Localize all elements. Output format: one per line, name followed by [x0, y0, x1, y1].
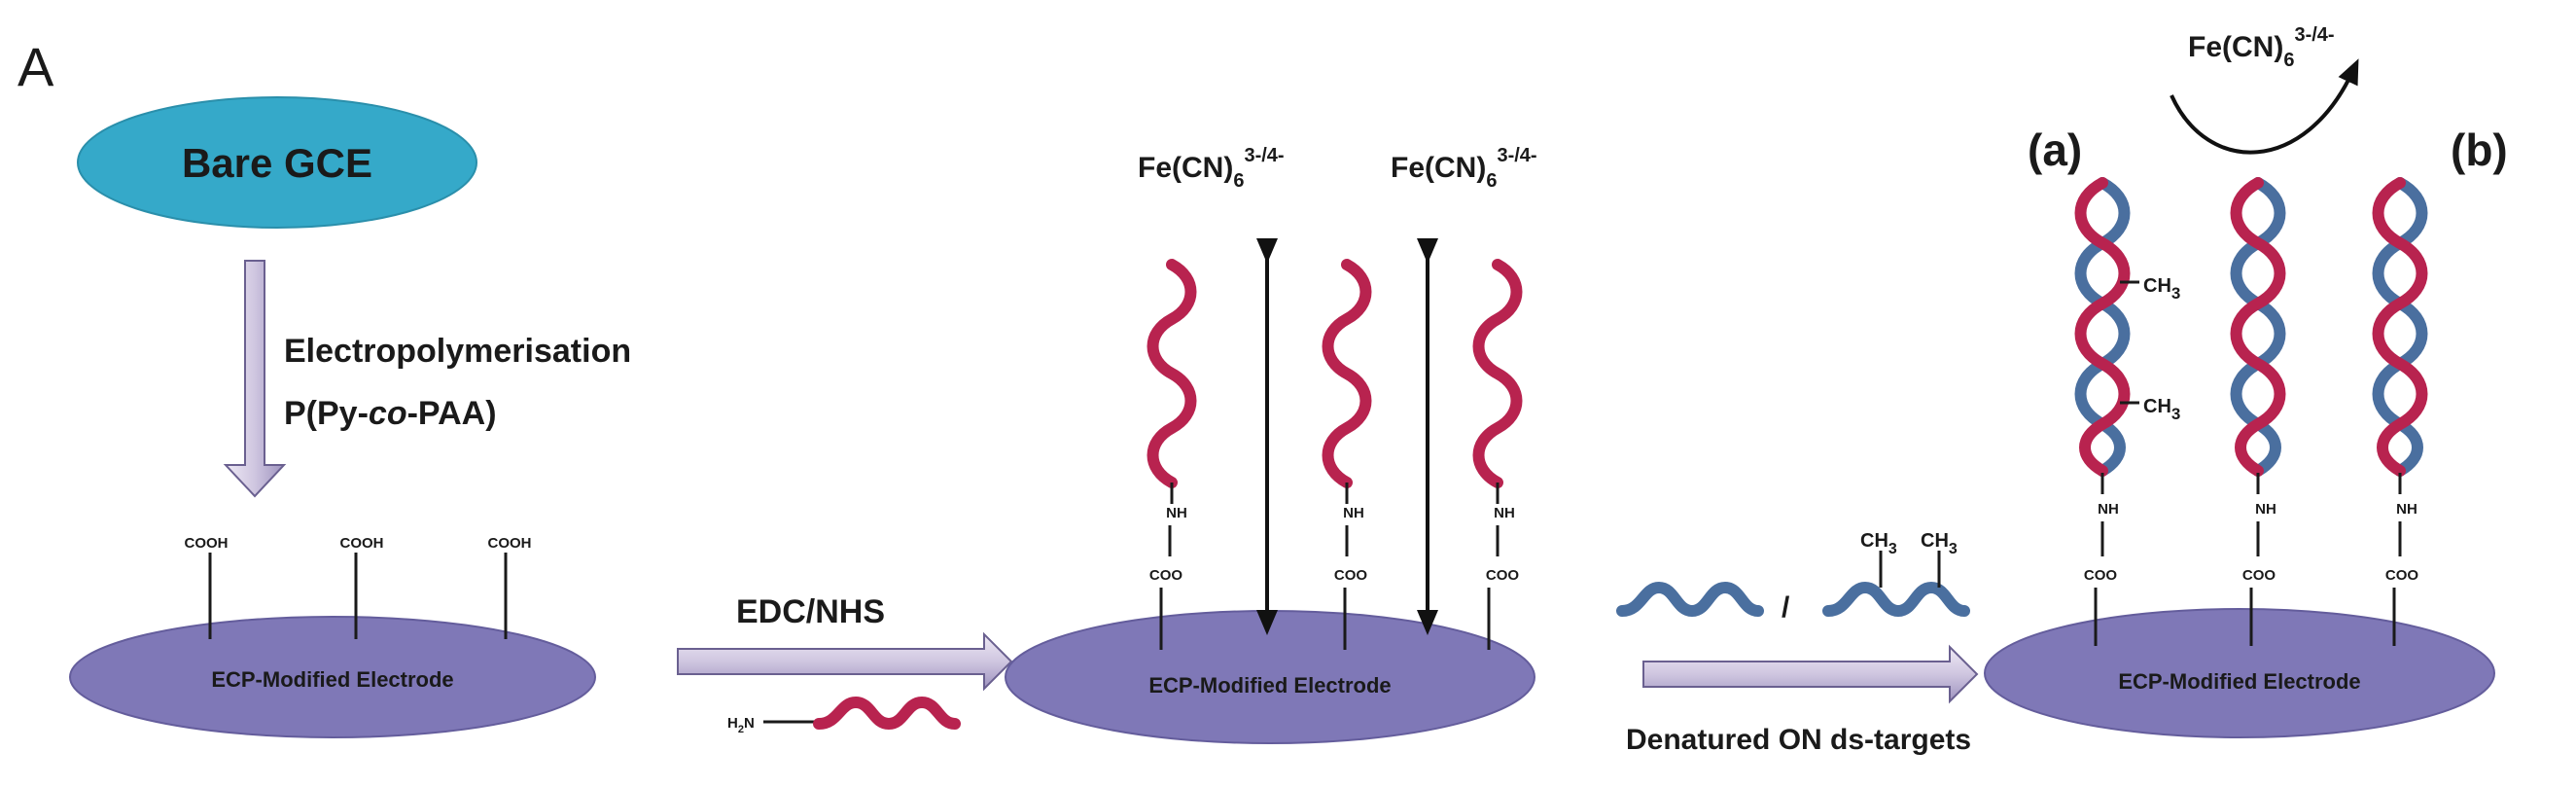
coo-label-5: COO — [2242, 567, 2276, 584]
nh-label-5: NH — [2255, 501, 2276, 518]
svg-text:H2N: H2N — [727, 715, 755, 735]
redox-curved-arrow — [2170, 58, 2359, 155]
electropolymerisation-arrow — [223, 260, 287, 498]
probe-strand-unattached — [813, 696, 961, 731]
coo-label-6: COO — [2385, 567, 2419, 584]
duplex-a-2 — [2230, 177, 2286, 477]
slash-separator: / — [1782, 591, 1790, 624]
methylated-target-icon — [1822, 551, 1970, 618]
electrode-1-label: ECP-Modified Electrode — [211, 667, 453, 692]
probe-2 — [1328, 265, 1366, 504]
edc-nhs-label: EDC/NHS — [736, 593, 885, 630]
nh-label-2: NH — [1343, 505, 1364, 521]
nh-label-1: NH — [1166, 505, 1187, 521]
panel-label: A — [18, 36, 54, 97]
ch3-target-1: CH3 — [1860, 530, 1897, 557]
process-line2: P(Py-co-PAA) — [284, 395, 497, 432]
ch3-duplex-2: CH3 — [2143, 396, 2180, 423]
duplex-a-1 — [2074, 177, 2131, 477]
probe-1 — [1153, 265, 1191, 504]
nh-label-4: NH — [2098, 501, 2119, 518]
cooh-label-3: COOH — [488, 535, 532, 552]
process-line1: Electropolymerisation — [284, 333, 631, 370]
redox-label-1: Fe(CN)63-/4- — [1138, 145, 1285, 192]
cooh-label-2: COOH — [340, 535, 384, 552]
modified-electrode-1: ECP-Modified Electrode — [69, 553, 596, 738]
modified-electrode-3: ECP-Modified Electrode — [1984, 608, 2495, 738]
ch3-target-2: CH3 — [1921, 530, 1958, 557]
cooh-label-1: COOH — [185, 535, 229, 552]
edc-nhs-arrow — [677, 631, 1013, 692]
nh-label-6: NH — [2396, 501, 2417, 518]
amine-probe: H2N — [727, 696, 961, 735]
ch3-duplex-1: CH3 — [2143, 275, 2180, 303]
denatured-label: Denatured ON ds-targets — [1626, 724, 1971, 756]
coo-label-2: COO — [1334, 567, 1368, 584]
target-duplex-icon — [1616, 581, 1764, 618]
duplex-b — [2372, 177, 2428, 477]
coo-label-1: COO — [1149, 567, 1183, 584]
denatured-arrow — [1642, 644, 1979, 704]
label-a: (a) — [2028, 125, 2082, 175]
label-b: (b) — [2451, 125, 2508, 175]
redox-label-2: Fe(CN)63-/4- — [1391, 145, 1537, 192]
nh-label-3: NH — [1494, 505, 1515, 521]
bare-gce-electrode: Bare GCE — [77, 96, 477, 229]
electrode-2-label: ECP-Modified Electrode — [1148, 673, 1391, 698]
electrode-3-label: ECP-Modified Electrode — [2118, 669, 2360, 694]
bare-gce-label: Bare GCE — [182, 140, 372, 186]
coo-label-4: COO — [2084, 567, 2118, 584]
redox-label-3: Fe(CN)63-/4- — [2188, 24, 2335, 71]
probe-3 — [1479, 265, 1517, 504]
coo-label-3: COO — [1486, 567, 1520, 584]
modified-electrode-2: ECP-Modified Electrode — [1005, 610, 1535, 744]
